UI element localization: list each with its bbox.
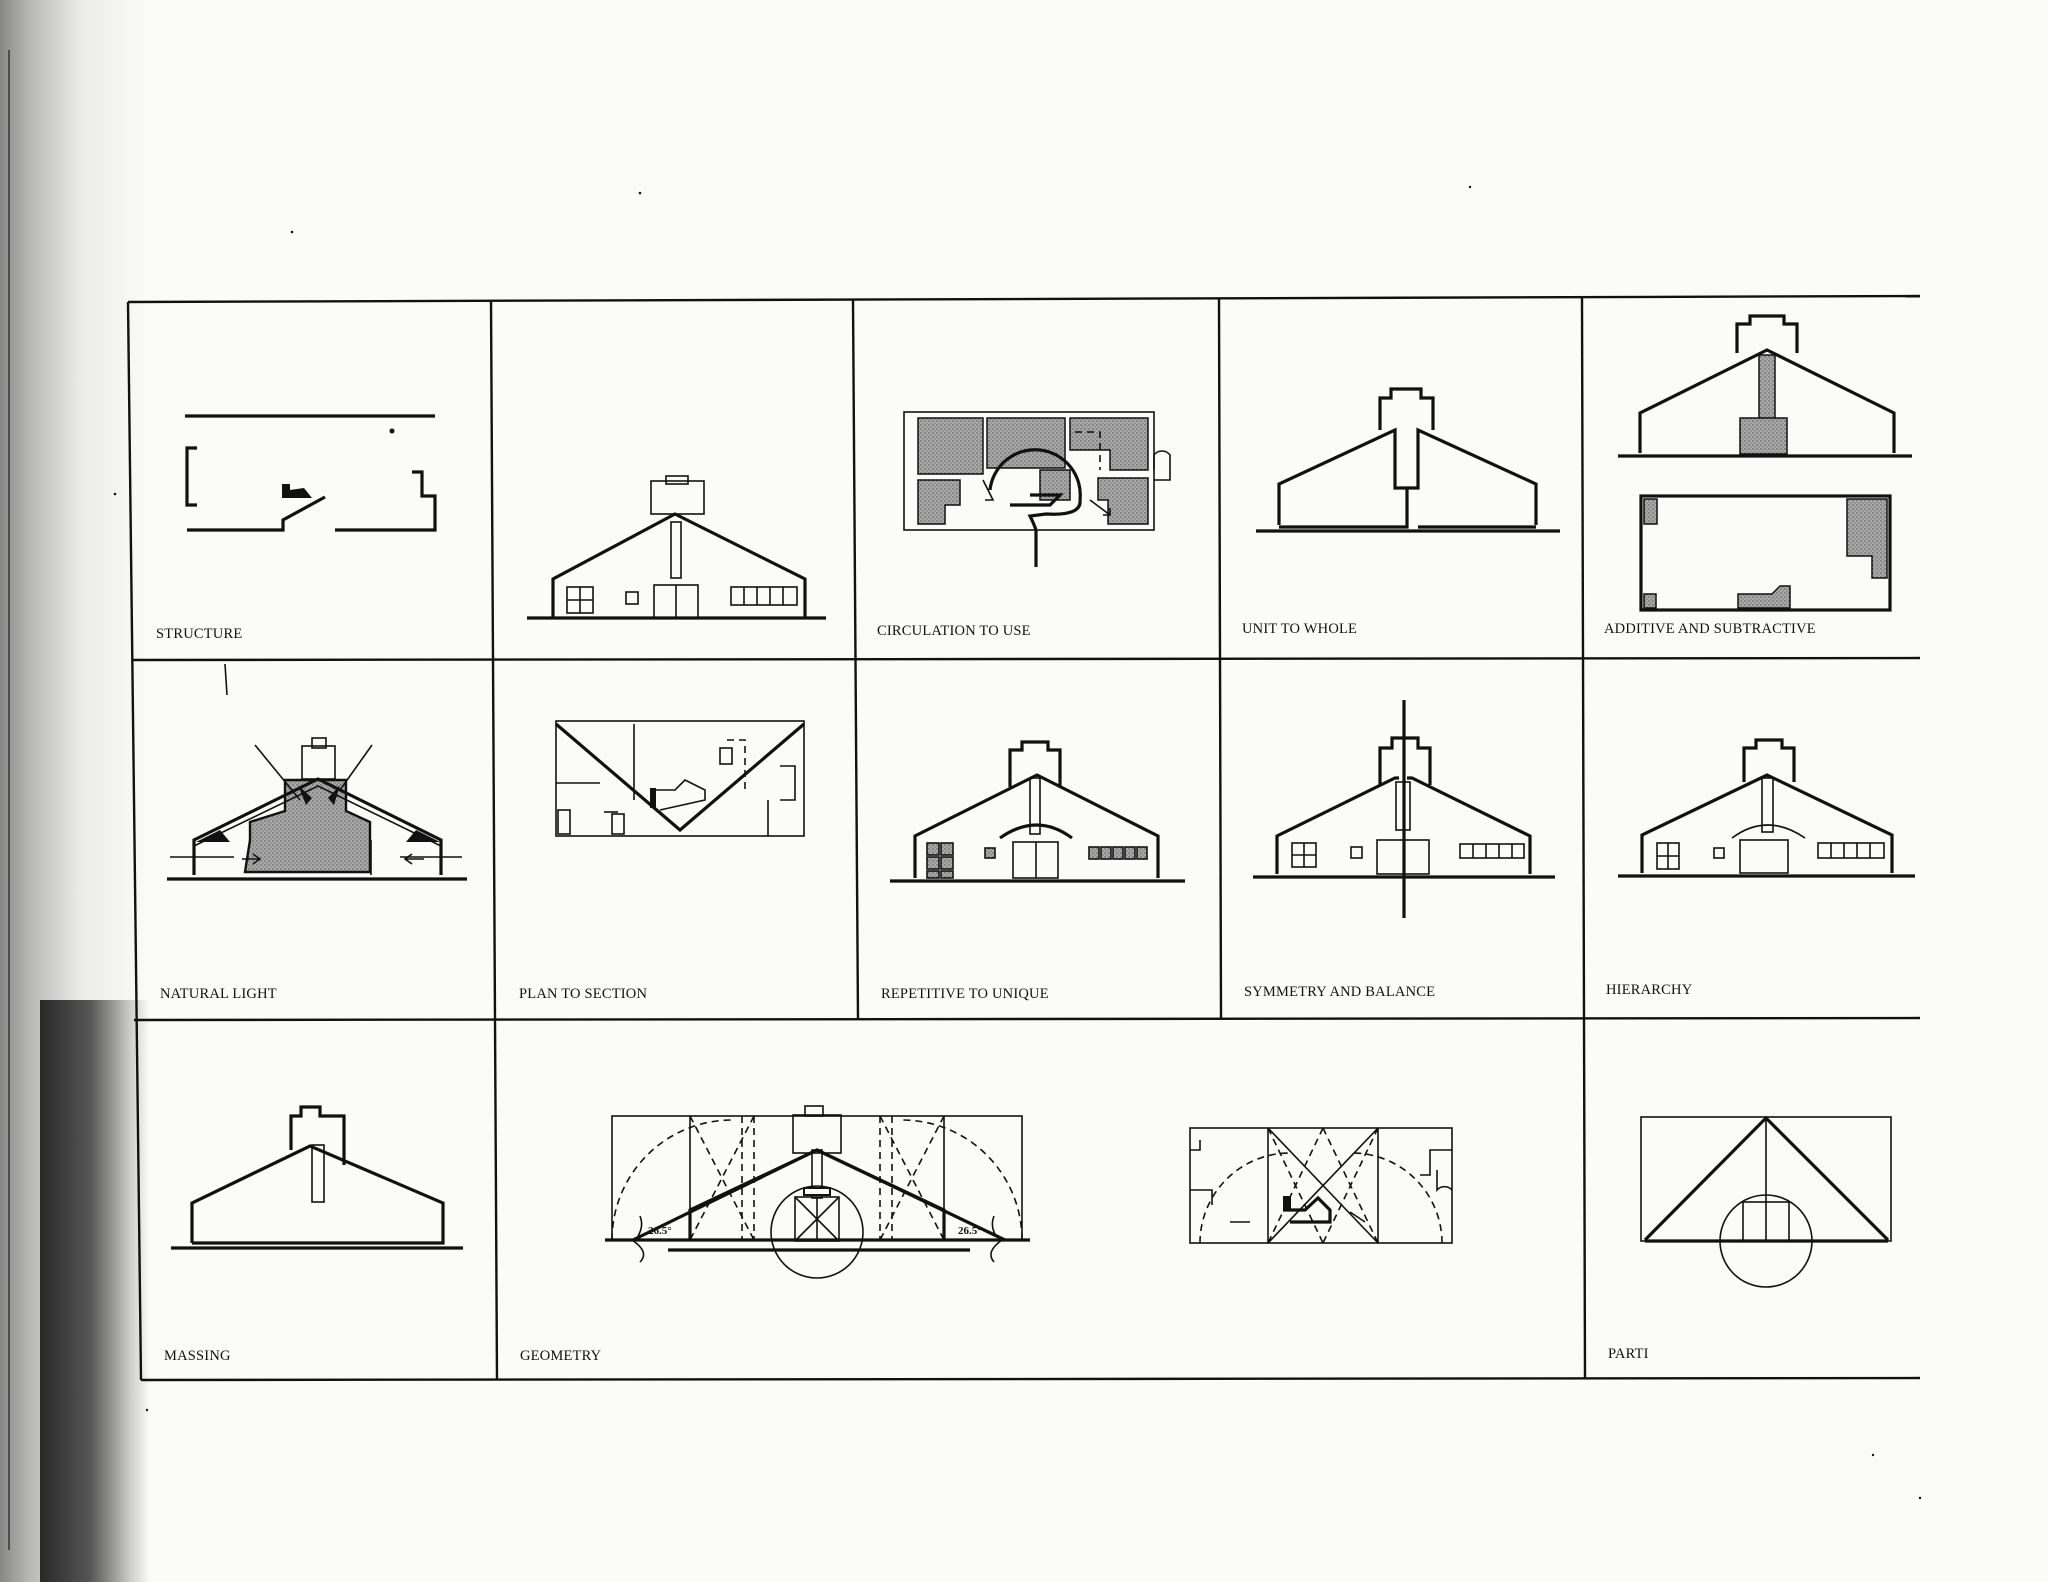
drawing-repetitive-to-unique <box>890 740 1185 883</box>
scan-margin-line <box>8 50 10 1550</box>
drawing-unit-to-whole <box>1256 387 1560 533</box>
label-massing: MASSING <box>164 1348 231 1364</box>
label-repetitive-to-unique: REPETITIVE TO UNIQUE <box>881 986 1049 1002</box>
drawing-geometry-plan <box>1189 1127 1453 1244</box>
drawing-structure <box>185 414 437 532</box>
drawing-plan-to-section-plan <box>554 720 806 837</box>
label-unit-to-whole: UNIT TO WHOLE <box>1242 621 1357 637</box>
drawing-parti <box>1640 1115 1892 1288</box>
drawing-circulation-to-use <box>903 411 1171 567</box>
label-parti: PARTI <box>1608 1346 1649 1362</box>
drawing-hierarchy <box>1618 738 1915 878</box>
drawing-geometry-elevation: 26.5° 26.5° <box>605 1105 1030 1279</box>
drawing-additive-and-subtractive <box>1618 314 1912 612</box>
panel-labels: STRUCTURE PLAN TO SECTION CIRCULATION TO… <box>156 621 1816 1364</box>
label-additive-and-subtractive: ADDITIVE AND SUBTRACTIVE <box>1604 621 1816 637</box>
panel-grid <box>126 294 1921 1382</box>
drawing-symmetry-and-balance <box>1253 700 1555 918</box>
scan-specks <box>113 185 1922 1500</box>
label-plan-to-section: PLAN TO SECTION <box>519 986 647 1002</box>
drawing-plan-to-section-elevation <box>527 475 826 620</box>
label-symmetry-and-balance: SYMMETRY AND BALANCE <box>1244 984 1435 1000</box>
label-circulation-to-use: CIRCULATION TO USE <box>877 623 1031 639</box>
label-hierarchy: HIERARCHY <box>1606 982 1693 998</box>
repeated-window-squares <box>926 842 1148 879</box>
drawing-massing <box>171 1105 463 1250</box>
label-natural-light: NATURAL LIGHT <box>160 986 277 1002</box>
geometry-angle-right: 26.5° <box>958 1225 982 1237</box>
label-geometry: GEOMETRY <box>520 1348 602 1364</box>
geometry-angle-left: 26.5° <box>648 1225 672 1237</box>
drawing-natural-light <box>167 737 467 881</box>
label-structure: STRUCTURE <box>156 626 242 642</box>
scan-shadow-corner <box>40 1000 150 1582</box>
